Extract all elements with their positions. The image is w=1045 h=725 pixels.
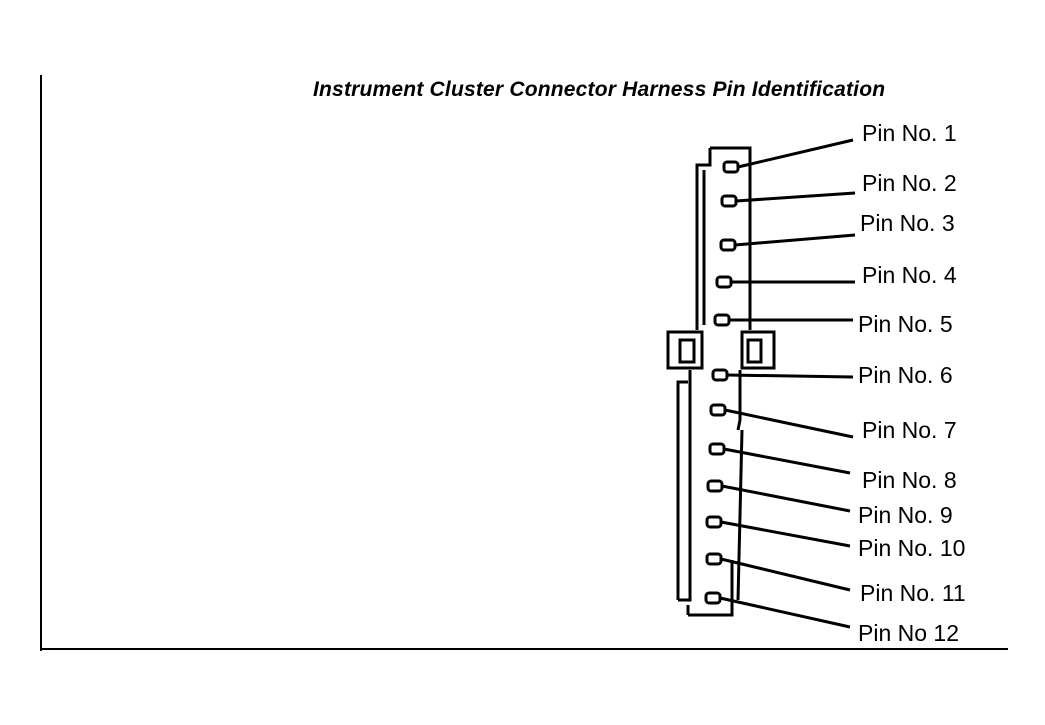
connector-housing (666, 146, 776, 617)
pin-label-11: Pin No. 11 (860, 580, 966, 606)
pin-label-12: Pin No 12 (858, 620, 959, 646)
pin-terminal-11 (705, 552, 723, 566)
pin-label-3: Pin No. 3 (860, 210, 955, 236)
pin-terminals (704, 160, 740, 605)
frame-left-border (40, 75, 42, 651)
leader-line-pin-3 (734, 233, 856, 247)
diagram-title: Instrument Cluster Connector Harness Pin… (313, 78, 886, 101)
leader-line-pin-6 (726, 373, 854, 379)
pin-label-9: Pin No. 9 (858, 502, 953, 528)
frame-bottom-border (40, 648, 1008, 650)
pin-terminal-12 (704, 591, 722, 605)
pin-terminal-1 (722, 160, 740, 174)
pin-terminal-10 (705, 515, 723, 529)
leader-line-pin-1 (737, 138, 854, 169)
pin-terminal-7 (709, 403, 727, 417)
pin-terminal-6 (711, 368, 729, 382)
pin-terminal-4 (715, 275, 733, 289)
pin-label-1: Pin No. 1 (862, 120, 957, 146)
pin-terminal-3 (719, 238, 737, 252)
pin-terminal-8 (708, 442, 726, 456)
leader-line-pin-11 (720, 557, 851, 592)
leader-line-pin-8 (723, 447, 851, 475)
pin-label-2: Pin No. 2 (862, 170, 957, 196)
pin-label-7: Pin No. 7 (862, 417, 957, 443)
leader-line-pin-10 (720, 520, 851, 548)
leader-lines (719, 138, 856, 629)
leader-line-pin-12 (719, 596, 851, 629)
pin-label-8: Pin No. 8 (862, 467, 957, 493)
pin-label-6: Pin No. 6 (858, 362, 953, 388)
pin-label-5: Pin No. 5 (858, 311, 953, 337)
pin-terminal-5 (713, 313, 731, 327)
pin-terminal-9 (706, 479, 724, 493)
leader-line-pin-9 (721, 484, 851, 513)
leader-line-pin-2 (735, 191, 856, 203)
pin-label-4: Pin No. 4 (862, 262, 957, 288)
pin-labels: Pin No. 1 Pin No. 2 Pin No. 3 Pin No. 4 Pin … (858, 120, 966, 646)
pin-terminal-2 (720, 194, 738, 208)
pin-label-10: Pin No. 10 (858, 535, 965, 561)
leader-line-pin-7 (724, 408, 854, 439)
